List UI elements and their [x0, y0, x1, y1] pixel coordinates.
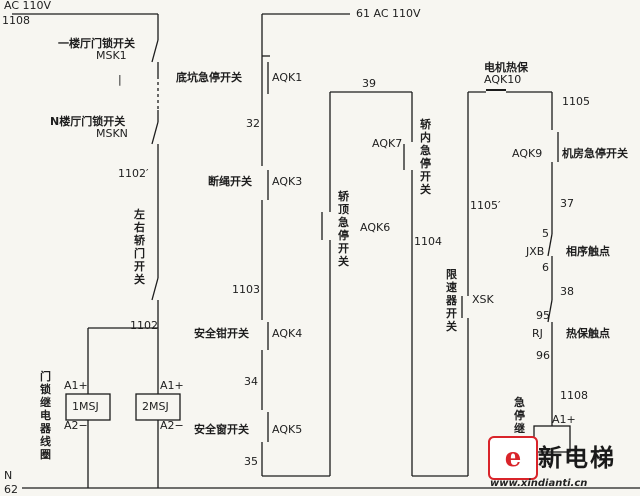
aqk10-name-label: 电机热保 — [484, 61, 528, 74]
aqk6-name-label: 轿顶急停开关 — [338, 190, 349, 268]
supply-top-label: AC 110V — [4, 0, 52, 12]
wire-32-label: 32 — [246, 117, 260, 130]
wire-37-label: 37 — [560, 197, 574, 210]
logo-icon: e — [488, 436, 538, 480]
aqk9-code-label: AQK9 — [512, 147, 543, 160]
coil-1msj-label: 1MSJ — [72, 400, 99, 413]
rj-name-label: 热保触点 — [566, 327, 610, 340]
wire-1105-label: 1105 — [562, 95, 590, 108]
xsk-name-label: 限速器开关 — [446, 268, 457, 333]
wire-1104-label: 1104 — [414, 235, 442, 248]
jxb-name-label: 相序触点 — [566, 245, 610, 258]
coil2-a2-label: A2− — [160, 419, 184, 432]
wire-95-label: 95 — [536, 309, 550, 322]
wire-62-label: 62 — [4, 483, 18, 496]
wire-35-label: 35 — [244, 455, 258, 468]
mskn-name-label: N楼厅门锁开关 — [50, 115, 126, 128]
aqk4-code-label: AQK4 — [272, 327, 303, 340]
door-relay-coil-label: 门锁继电器线圈 — [40, 370, 51, 461]
wire-1108-label: 1108 — [2, 14, 30, 27]
aqk7-name-label: 轿内急停开关 — [420, 118, 431, 196]
wire-1102p-label: 1102′ — [118, 167, 149, 180]
watermark-brand: 新电梯 — [538, 444, 616, 472]
aqk1-code-label: AQK1 — [272, 71, 303, 84]
wire-38-label: 38 — [560, 285, 574, 298]
rj-code-label: RJ — [532, 327, 543, 340]
msk1-name-label: 一楼厅门锁开关 — [58, 37, 135, 50]
aqk5-name-label: 安全窗开关 — [194, 423, 249, 436]
car-door-switch-label: 左右轿门开关 — [134, 208, 145, 286]
wire-96-label: 96 — [536, 349, 550, 362]
msk1-code-label: MSK1 — [96, 49, 127, 62]
aqk7-code-label: AQK7 — [372, 137, 403, 150]
wire-1108b-label: 1108 — [560, 389, 588, 402]
coil2-a1-label: A1+ — [160, 379, 184, 392]
aqk5-code-label: AQK5 — [272, 423, 303, 436]
jxb-code-label: JXB — [526, 245, 545, 258]
wire-1103-label: 1103 — [232, 283, 260, 296]
wire-1102-label: 1102 — [130, 319, 158, 332]
estop-a1-label: A1+ — [552, 413, 576, 426]
aqk1-name-label: 底坑急停开关 — [176, 71, 242, 84]
neutral-label: N — [4, 469, 13, 482]
coil1-a2-label: A2− — [64, 419, 88, 432]
aqk6-code-label: AQK6 — [360, 221, 391, 234]
wire-5-label: 5 — [542, 227, 549, 240]
coil-2msj-label: 2MSJ — [142, 400, 169, 413]
aqk3-name-label: 断绳开关 — [208, 175, 252, 188]
watermark-logo: e 新电梯 www.xindianti.cn — [488, 436, 638, 492]
xsk-code-label: XSK — [472, 293, 494, 306]
aqk9-name-label: 机房急停开关 — [562, 147, 628, 160]
supply-right-label: 61 AC 110V — [356, 7, 421, 20]
coil1-a1-label: A1+ — [64, 379, 88, 392]
wire-6-label: 6 — [542, 261, 549, 274]
wire-34-label: 34 — [244, 375, 258, 388]
mskn-code-label: MSKN — [96, 127, 128, 140]
wire-1105p-label: 1105′ — [470, 199, 501, 212]
dash-between-label: | — [118, 73, 122, 86]
wire-39-label: 39 — [362, 77, 376, 90]
estop-relay-label: 急停继 — [514, 396, 525, 435]
aqk10-code-label: AQK10 — [484, 73, 522, 86]
aqk3-code-label: AQK3 — [272, 175, 303, 188]
aqk4-name-label: 安全钳开关 — [194, 327, 249, 340]
watermark-url: www.xindianti.cn — [490, 478, 588, 489]
